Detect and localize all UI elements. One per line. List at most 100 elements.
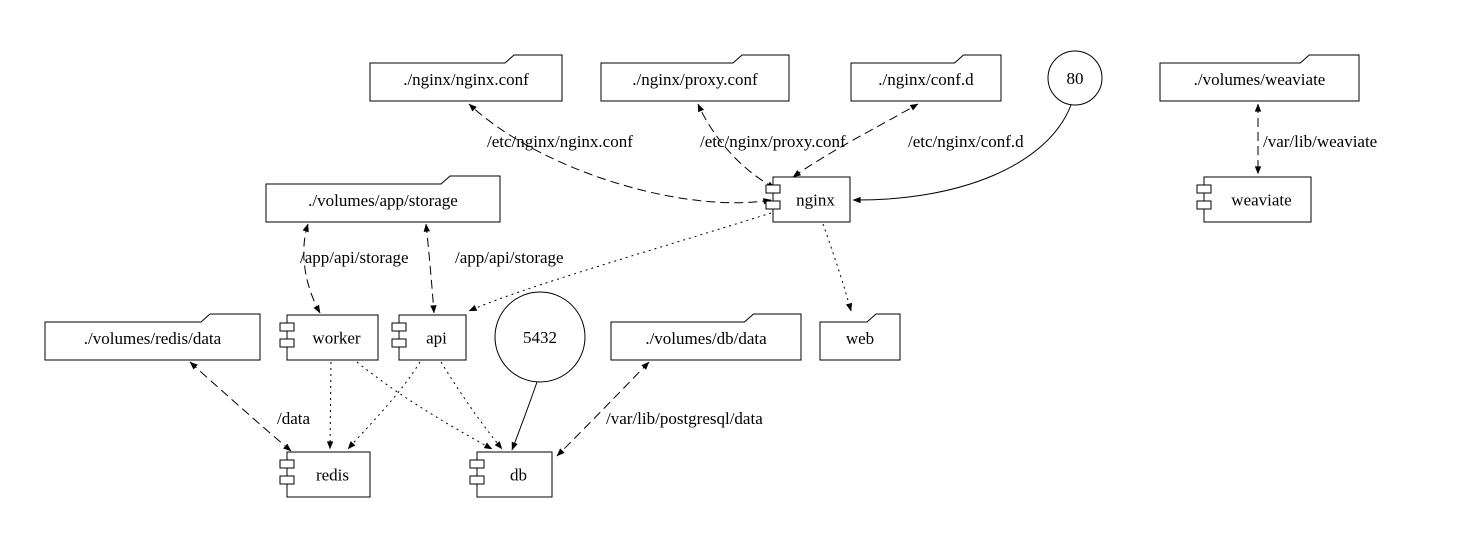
edge-label: /etc/nginx/conf.d bbox=[908, 132, 1024, 151]
node-label: db bbox=[510, 466, 527, 485]
node-label: worker bbox=[312, 329, 360, 348]
edge-path bbox=[468, 212, 772, 312]
component-tab bbox=[469, 475, 485, 485]
edge-path bbox=[697, 103, 776, 189]
edge-port80-to-nginx bbox=[852, 104, 1072, 204]
node-folder-web: web bbox=[819, 313, 901, 361]
folder-shape bbox=[819, 313, 901, 361]
node-label: ./volumes/redis/data bbox=[84, 329, 222, 348]
node-folder-volumes-redis-data: ./volumes/redis/data bbox=[44, 313, 261, 361]
component-tab bbox=[765, 184, 781, 194]
edge-path bbox=[822, 223, 853, 312]
node-component-weaviate: weaviate bbox=[1196, 176, 1312, 223]
node-folder-nginx-proxy-conf: ./nginx/proxy.conf bbox=[600, 54, 790, 102]
node-label: ./nginx/nginx.conf bbox=[403, 70, 529, 89]
component-tab bbox=[1196, 184, 1212, 194]
node-folder-nginx-nginx-conf: ./nginx/nginx.conf bbox=[369, 54, 563, 102]
component-tab bbox=[391, 322, 407, 332]
node-component-redis: redis bbox=[279, 451, 371, 498]
component-tab bbox=[765, 200, 781, 210]
edge-path bbox=[347, 361, 421, 450]
node-label: ./volumes/db/data bbox=[645, 329, 767, 348]
component-shape bbox=[772, 176, 851, 223]
node-label: api bbox=[426, 329, 447, 348]
node-component-db: db bbox=[469, 451, 553, 498]
edge-label: /app/api/storage bbox=[300, 248, 409, 267]
node-label: web bbox=[846, 329, 874, 348]
component-shape bbox=[398, 314, 467, 361]
component-tab bbox=[279, 322, 295, 332]
node-label: 80 bbox=[1067, 69, 1084, 88]
edge-path bbox=[440, 361, 503, 450]
edge-label: /etc/nginx/proxy.conf bbox=[700, 132, 846, 151]
edge-path bbox=[326, 361, 334, 450]
edge-storage-to-worker: /app/api/storage bbox=[300, 223, 409, 314]
folder-shape bbox=[850, 54, 1002, 102]
folder-shape bbox=[44, 313, 261, 361]
node-folder-volumes-db-data: ./volumes/db/data bbox=[610, 313, 802, 361]
edge-weaviate-volume: /var/lib/weaviate bbox=[1254, 103, 1377, 175]
node-label: ./volumes/weaviate bbox=[1194, 70, 1326, 89]
folder-shape bbox=[600, 54, 790, 102]
node-folder-volumes-weaviate: ./volumes/weaviate bbox=[1159, 54, 1360, 102]
edge-nginx-to-conf-d: /etc/nginx/conf.d bbox=[792, 103, 1024, 178]
node-label: weaviate bbox=[1231, 191, 1291, 210]
edge-label: /var/lib/weaviate bbox=[1263, 132, 1377, 151]
component-shape bbox=[1203, 176, 1312, 223]
nodes-layer: ./nginx/nginx.conf ./nginx/proxy.conf ./ng… bbox=[44, 50, 1360, 498]
edge-label: /etc/nginx/nginx.conf bbox=[487, 132, 633, 151]
node-component-api: api bbox=[391, 314, 467, 361]
node-folder-nginx-conf-d: ./nginx/conf.d bbox=[850, 54, 1002, 102]
edge-path bbox=[356, 361, 493, 450]
component-shape bbox=[286, 314, 379, 361]
edge-nginx-to-web bbox=[822, 223, 853, 312]
edge-path bbox=[852, 104, 1072, 204]
edge-path bbox=[792, 103, 919, 178]
folder-shape bbox=[369, 54, 563, 102]
component-tab bbox=[469, 459, 485, 469]
edge-path bbox=[423, 223, 437, 314]
edge-worker-to-db bbox=[356, 361, 493, 450]
component-tab bbox=[391, 338, 407, 348]
edge-path bbox=[468, 103, 772, 205]
component-shape bbox=[286, 451, 371, 498]
edge-label: /app/api/storage bbox=[455, 248, 564, 267]
edge-api-to-db bbox=[440, 361, 503, 450]
node-port-5432: 5432 bbox=[494, 291, 586, 383]
node-label: ./volumes/app/storage bbox=[308, 191, 458, 210]
edge-label: /data bbox=[277, 409, 310, 428]
edge-path bbox=[302, 223, 321, 314]
node-label: redis bbox=[316, 466, 349, 485]
edge-storage-to-api: /app/api/storage bbox=[423, 223, 564, 314]
edge-path bbox=[189, 361, 292, 452]
edge-db-volume: /var/lib/postgresql/data bbox=[556, 361, 763, 457]
edge-nginx-to-api bbox=[468, 212, 772, 312]
node-port-80: 80 bbox=[1047, 50, 1103, 106]
edge-nginx-to-nginx-conf: /etc/nginx/nginx.conf bbox=[468, 103, 772, 205]
edge-port5432-to-db bbox=[511, 381, 538, 451]
node-label: ./nginx/conf.d bbox=[878, 70, 974, 89]
port-circle bbox=[494, 291, 586, 383]
node-label: nginx bbox=[796, 191, 835, 210]
folder-shape bbox=[265, 175, 501, 223]
node-label: ./nginx/proxy.conf bbox=[632, 70, 758, 89]
component-tab bbox=[279, 459, 295, 469]
component-tab bbox=[1196, 200, 1212, 210]
folder-shape bbox=[1159, 54, 1360, 102]
edge-api-to-redis bbox=[347, 361, 421, 450]
port-circle bbox=[1047, 50, 1103, 106]
edge-nginx-to-proxy-conf: /etc/nginx/proxy.conf bbox=[697, 103, 846, 189]
folder-shape bbox=[610, 313, 802, 361]
component-tab bbox=[279, 338, 295, 348]
component-tab bbox=[279, 475, 295, 485]
edge-label: /var/lib/postgresql/data bbox=[606, 409, 763, 428]
node-folder-volumes-app-storage: ./volumes/app/storage bbox=[265, 175, 501, 223]
node-label: 5432 bbox=[523, 328, 557, 347]
component-shape bbox=[476, 451, 553, 498]
edges-layer: /etc/nginx/nginx.conf/etc/nginx/proxy.co… bbox=[189, 103, 1377, 457]
edge-path bbox=[556, 361, 650, 457]
node-component-worker: worker bbox=[279, 314, 379, 361]
edge-worker-to-redis bbox=[326, 361, 334, 450]
